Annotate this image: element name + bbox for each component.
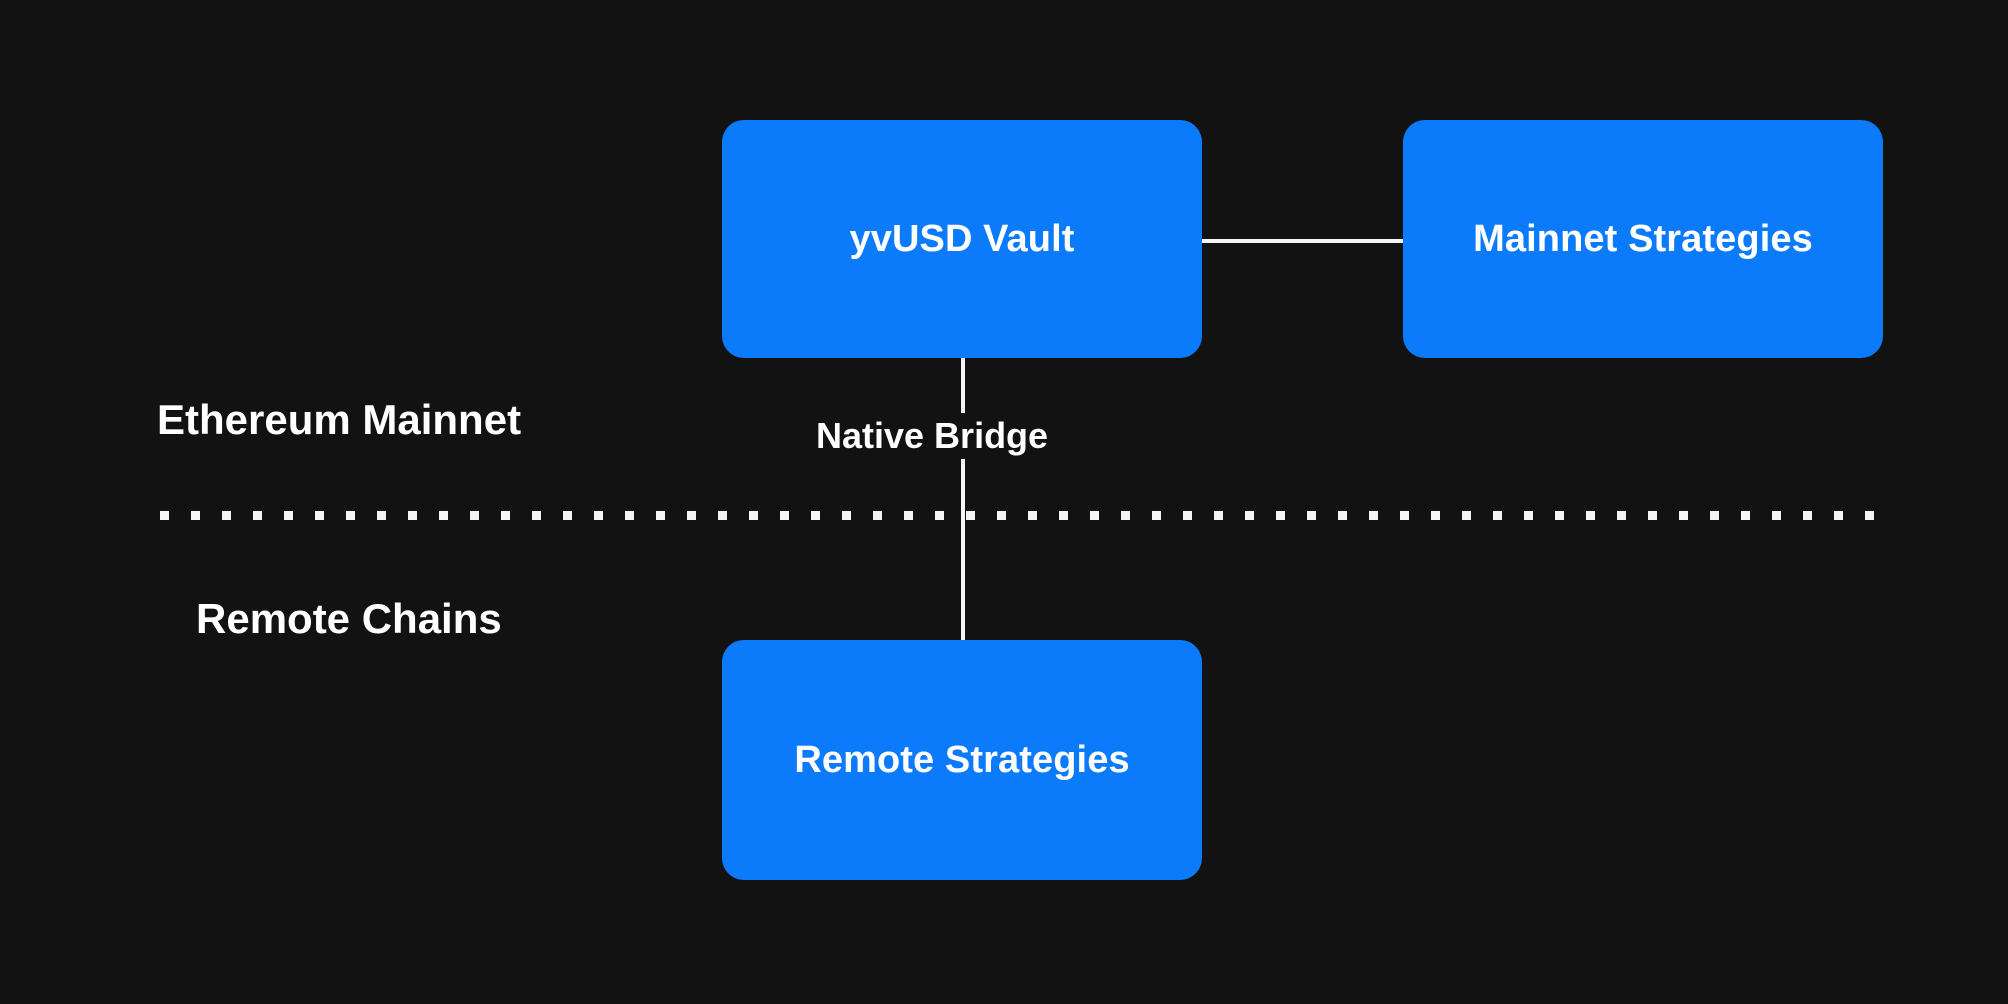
node-label-remote-strategies: Remote Strategies <box>794 739 1130 781</box>
edge-vault-to-remote-strategies <box>961 356 965 644</box>
node-mainnet-strategies[interactable]: Mainnet Strategies <box>1403 120 1883 358</box>
edge-label-native-bridge: Native Bridge <box>810 413 1055 459</box>
node-label-yvusd-vault: yvUSD Vault <box>849 218 1075 260</box>
node-yvusd-vault[interactable]: yvUSD Vault <box>722 120 1202 358</box>
region-title-remote-chains: Remote Chains <box>196 595 502 642</box>
subgraph-divider-dotted-line <box>160 511 1886 520</box>
region-title-ethereum-mainnet: Ethereum Mainnet <box>157 396 522 443</box>
node-label-mainnet-strategies: Mainnet Strategies <box>1473 218 1813 260</box>
node-remote-strategies[interactable]: Remote Strategies <box>722 640 1202 880</box>
edge-vault-to-mainnet-strategies <box>1198 239 1407 243</box>
